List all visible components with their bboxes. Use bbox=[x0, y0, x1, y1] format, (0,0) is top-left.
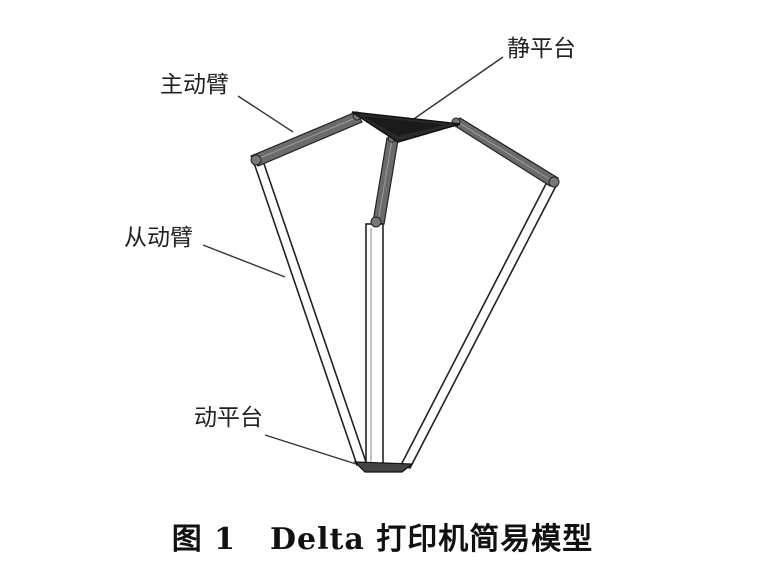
leader-active-arm bbox=[237, 95, 294, 133]
leader-moving-platform bbox=[264, 434, 357, 465]
active-arm-left bbox=[250, 111, 363, 167]
static-platform bbox=[351, 111, 461, 143]
label-passive-arm: 从动臂 bbox=[124, 225, 193, 251]
passive-arm-left bbox=[251, 157, 368, 467]
label-static-platform: 静平台 bbox=[507, 36, 576, 62]
leader-static-platform bbox=[407, 56, 504, 124]
leader-passive-arm bbox=[202, 244, 286, 278]
passive-arm-right bbox=[399, 178, 559, 469]
figure-title: Delta 打印机简易模型 bbox=[270, 522, 594, 557]
passive-arm-center bbox=[365, 223, 384, 467]
active-arm-right bbox=[450, 117, 559, 187]
label-moving-platform: 动平台 bbox=[194, 405, 263, 431]
active-arm-center bbox=[372, 137, 399, 225]
figure-number: 图 1 bbox=[171, 522, 237, 557]
figure-caption: 图 1 Delta 打印机简易模型 bbox=[0, 514, 765, 558]
label-active-arm: 主动臂 bbox=[160, 72, 229, 98]
moving-platform bbox=[353, 461, 414, 473]
